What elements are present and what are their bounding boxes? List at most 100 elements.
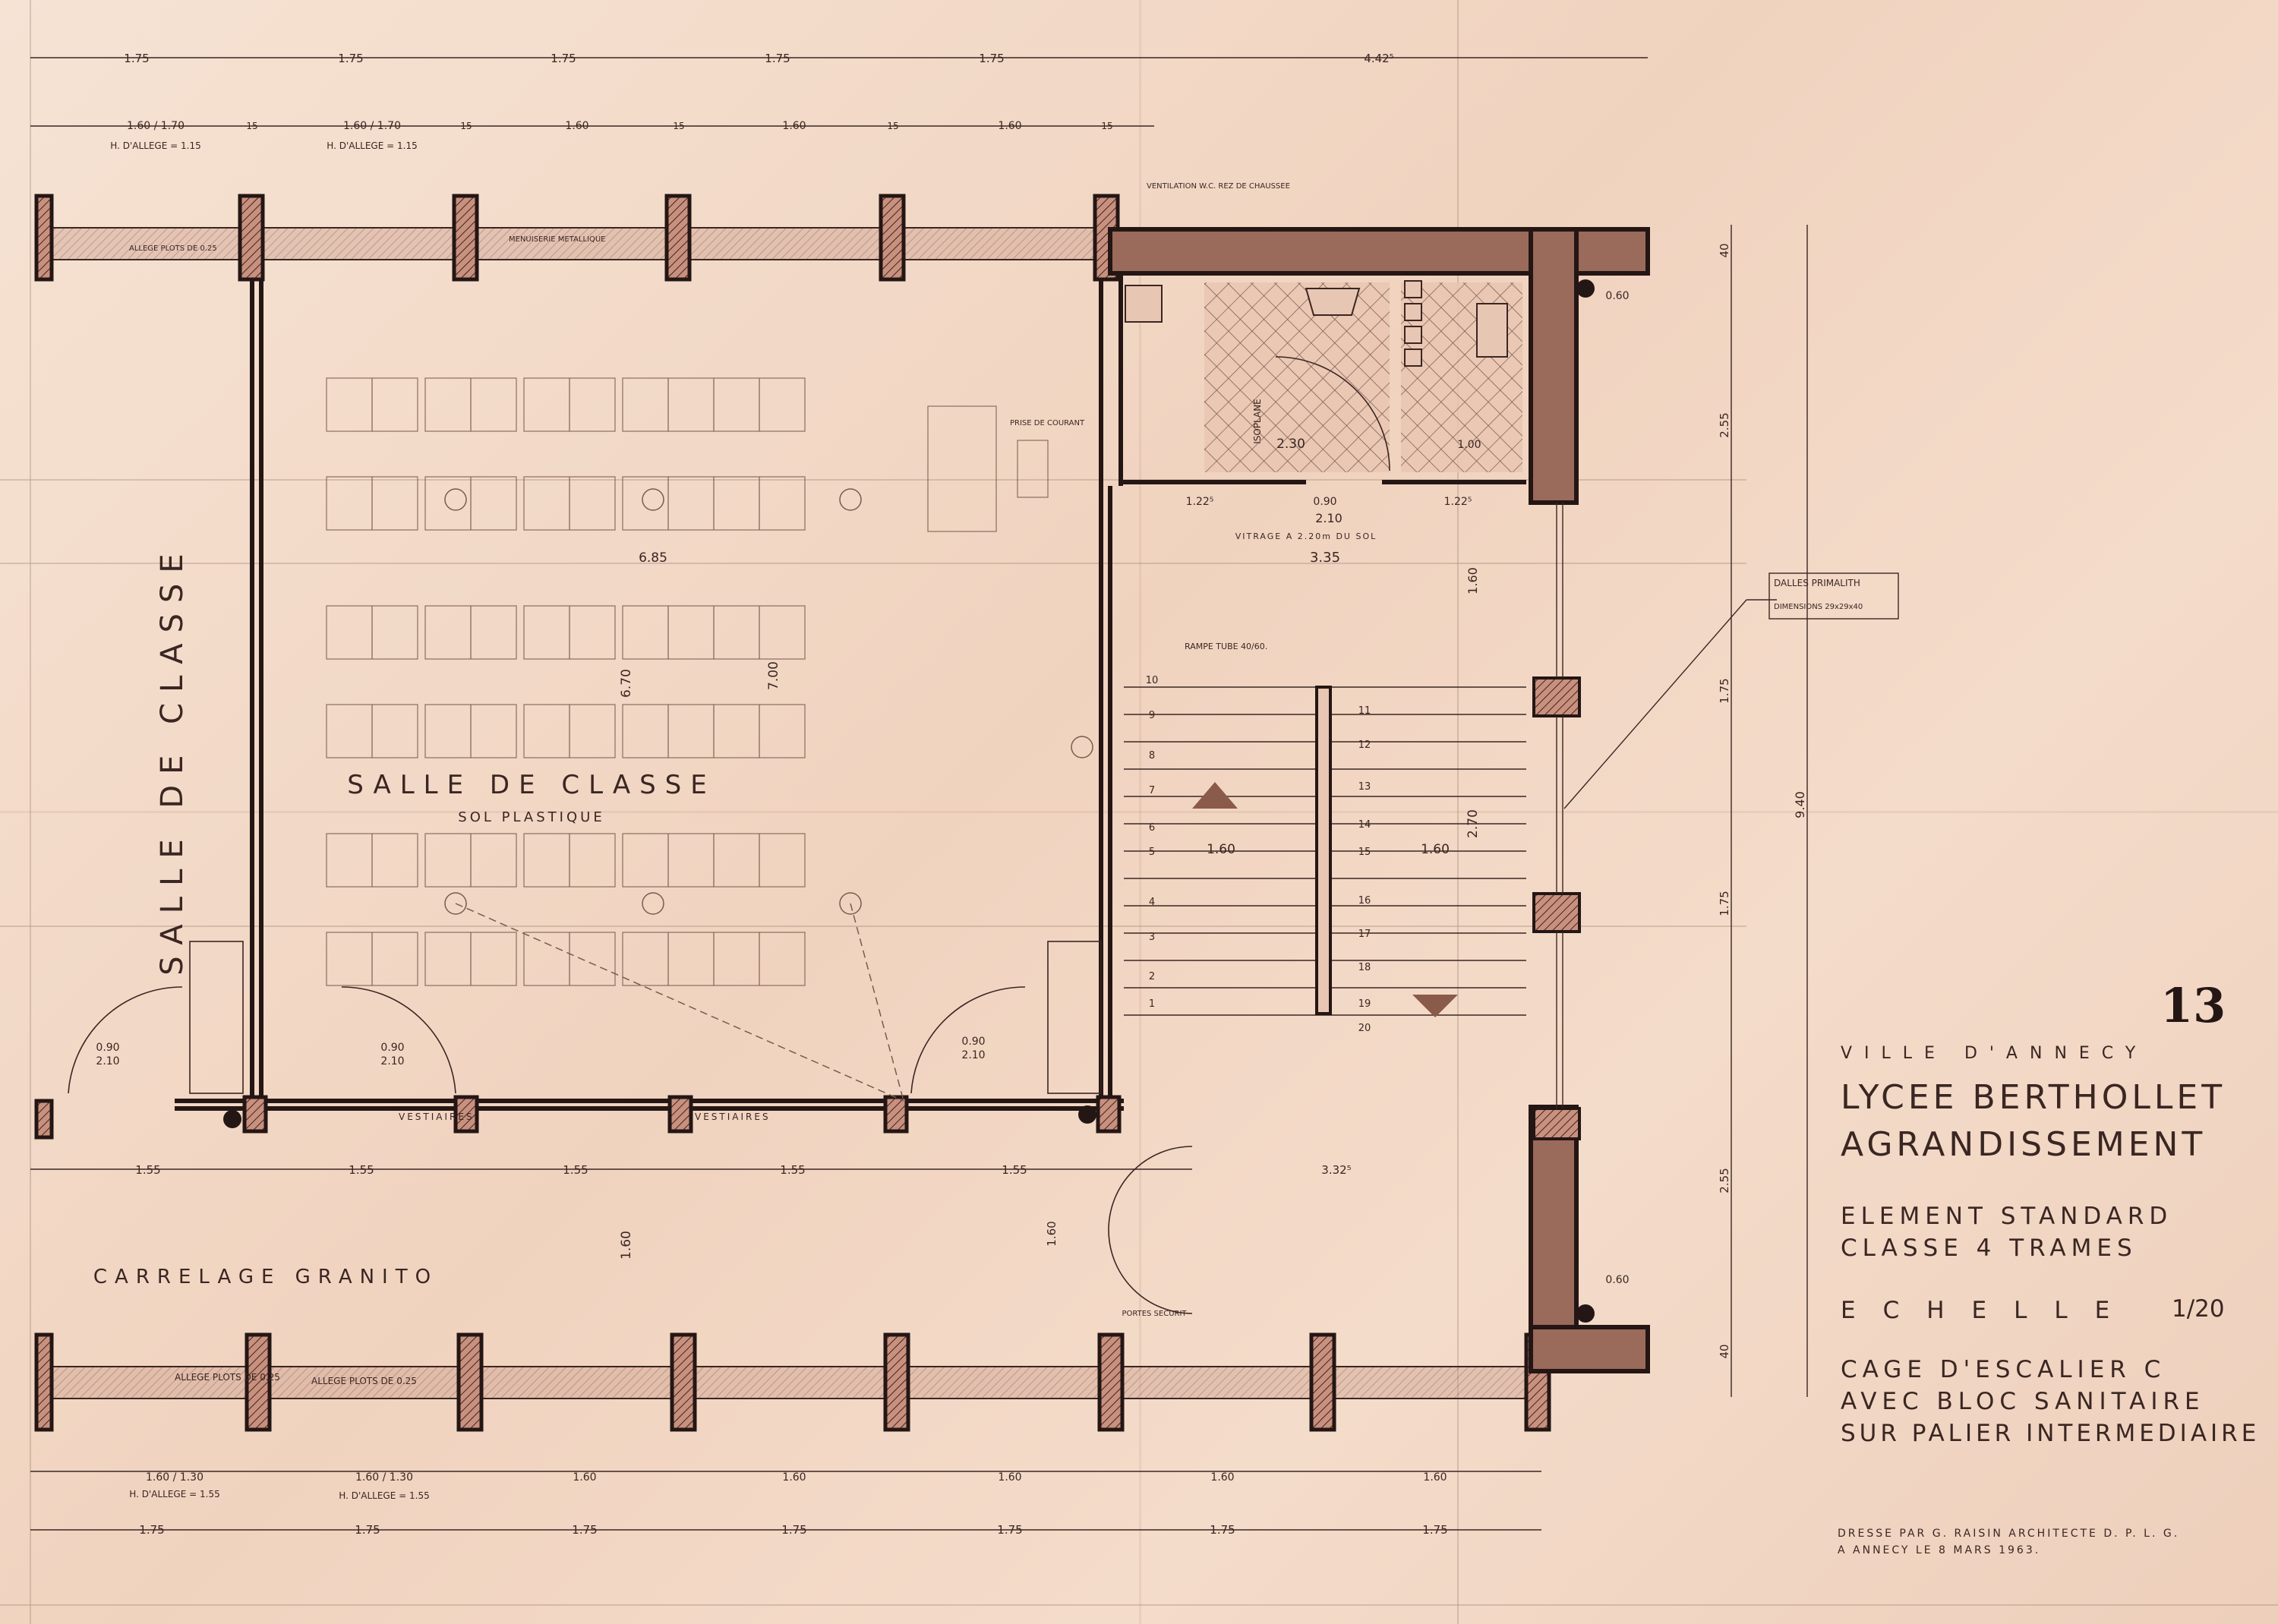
dim-mid-1: 1.55 [135, 1163, 160, 1177]
dim-corridor-depth: 1.60 [619, 1231, 634, 1260]
dim-pier-5: 15 [1101, 121, 1112, 131]
vestiaires-label-2: VESTIAIRES [695, 1112, 771, 1122]
dim-pier-1: 15 [246, 121, 257, 131]
step-8: 8 [1149, 750, 1155, 762]
dim-mid-2: 1.55 [349, 1163, 374, 1177]
vitrage-label: VITRAGE A 2.20m DU SOL [1235, 531, 1377, 541]
project-subtitle: AGRANDISSEMENT [1841, 1125, 2207, 1164]
room-label-main: SALLE DE CLASSE [347, 770, 716, 800]
allege-top-label: ALLEGE PLOTS DE 0.25 [129, 244, 217, 253]
dim-room-width: 6.85 [639, 550, 667, 566]
corridor-label: CARRELAGE GRANITO [93, 1266, 438, 1288]
dim-top-6: 4.42⁵ [1364, 52, 1393, 65]
dim-pier-4: 15 [887, 121, 898, 131]
sanitary-fixtures [1125, 280, 1508, 367]
dim-mid-4: 1.55 [780, 1163, 805, 1177]
dim-flight-left: 1.60 [1207, 842, 1235, 857]
dim-landing-total: 2.10 [1315, 511, 1343, 525]
step-9: 9 [1149, 710, 1155, 721]
step-16: 16 [1358, 895, 1371, 907]
dim-top-5: 1.75 [979, 52, 1004, 65]
element-line-2: CLASSE 4 TRAMES [1841, 1235, 2138, 1262]
h-allege-bottom-1: H. D'ALLEGE = 1.55 [129, 1489, 219, 1499]
step-15: 15 [1358, 847, 1371, 858]
dim-landing-door: 0.90 [1313, 496, 1336, 508]
stair-title-1: CAGE D'ESCALIER C [1841, 1356, 2166, 1383]
dim-mid-3: 1.55 [563, 1163, 588, 1177]
ventilation-label: VENTILATION W.C. REZ DE CHAUSSEE [1147, 182, 1290, 191]
step-14: 14 [1358, 819, 1371, 831]
step-7: 7 [1149, 785, 1155, 796]
dim-landing-left: 1.22⁵ [1186, 496, 1214, 508]
classroom-walls [175, 279, 1124, 1111]
light-points [444, 488, 1093, 1102]
dalles-dims: DIMENSIONS 29x29x40 [1774, 603, 1863, 611]
dim-room-depth: 6.70 [619, 669, 634, 698]
dim-wc-small: 1.00 [1457, 439, 1481, 451]
step-10: 10 [1146, 675, 1159, 686]
dalles-label: DALLES PRIMALITH [1774, 578, 1860, 588]
dim-right-1: 40 [1718, 243, 1731, 257]
dim-door-left: 0.90 [96, 1042, 119, 1054]
fold-line-horizontal [0, 811, 2278, 813]
dim-total-height: 9.40 [1793, 791, 1807, 818]
dim-right-5: 2.55 [1718, 1168, 1731, 1193]
dim-bwin-4: 1.60 [782, 1471, 806, 1484]
dim-window-4: 1.60 [782, 120, 806, 132]
dim-pier-2: 15 [460, 121, 472, 131]
dim-bottom-7: 1.75 [1422, 1523, 1447, 1537]
dim-bottom-1: 1.75 [139, 1523, 164, 1537]
dim-col-offset-top: 0.60 [1605, 290, 1629, 302]
step-17: 17 [1358, 929, 1371, 940]
classroom-desks [326, 377, 1049, 986]
dim-right-6: 40 [1718, 1344, 1731, 1358]
floor-label-main: SOL PLASTIQUE [458, 809, 604, 825]
dim-window-2: 1.60 / 1.70 [343, 120, 401, 132]
step-2: 2 [1149, 971, 1155, 982]
dim-door-security: 1.60 [1045, 1221, 1059, 1246]
element-line-1: ELEMENT STANDARD [1841, 1203, 2173, 1230]
allege-bottom-label-2: ALLEGE PLOTS DE 0.25 [311, 1376, 417, 1386]
project-title: LYCEE BERTHOLLET [1841, 1078, 2226, 1117]
dim-top-2: 1.75 [338, 52, 363, 65]
dim-landing-right: 1.22⁵ [1444, 496, 1472, 508]
top-dimension-lines [30, 57, 1808, 1531]
top-allege-band [38, 228, 1101, 260]
scale-value: 1/20 [2172, 1295, 2225, 1323]
step-1: 1 [1149, 998, 1155, 1010]
step-5: 5 [1149, 847, 1155, 858]
dim-bwin-6: 1.60 [1210, 1471, 1234, 1484]
step-13: 13 [1358, 781, 1371, 793]
step-12: 12 [1358, 739, 1371, 751]
dim-right-2: 2.55 [1718, 412, 1731, 437]
menuiserie-label: MENUISERIE METALLIQUE [509, 235, 605, 244]
dim-bottom-6: 1.75 [1210, 1523, 1235, 1537]
vestiaires-label-1: VESTIAIRES [399, 1112, 475, 1122]
fold-line-vertical [1139, 0, 1141, 1624]
bottom-allege-band [38, 1367, 1541, 1399]
step-6: 6 [1149, 822, 1155, 834]
city-name: VILLE D'ANNECY [1841, 1044, 2148, 1063]
dim-room-depth-2: 7.00 [766, 661, 781, 690]
dim-window-1: 1.60 / 1.70 [127, 120, 185, 132]
dim-right-3: 1.75 [1718, 678, 1731, 703]
isoplane-label-1: ISOPLANE [1252, 399, 1263, 444]
scale-label: ECHELLE [1841, 1297, 2138, 1324]
dim-bwin-2: 1.60 / 1.30 [355, 1471, 413, 1484]
plate-number: 13 [2160, 978, 2226, 1033]
dim-bottom-4: 1.75 [781, 1523, 806, 1537]
room-label-left: SALLE DE CLASSE [155, 543, 190, 975]
dim-bwin-3: 1.60 [573, 1471, 596, 1484]
dim-door-mid-h: 2.10 [380, 1055, 404, 1067]
wc-tiling-left [1204, 282, 1390, 472]
dim-pier-3: 15 [673, 121, 684, 131]
dim-top-3: 1.75 [551, 52, 576, 65]
dim-bwin-7: 1.60 [1423, 1471, 1447, 1484]
dim-mid-5: 1.55 [1002, 1163, 1027, 1177]
h-allege-top-2: H. D'ALLEGE = 1.15 [327, 140, 417, 151]
stair-handrail [1315, 686, 1332, 1015]
dim-top-4: 1.75 [765, 52, 790, 65]
bottom-piers [34, 1332, 1551, 1432]
step-19: 19 [1358, 998, 1371, 1010]
